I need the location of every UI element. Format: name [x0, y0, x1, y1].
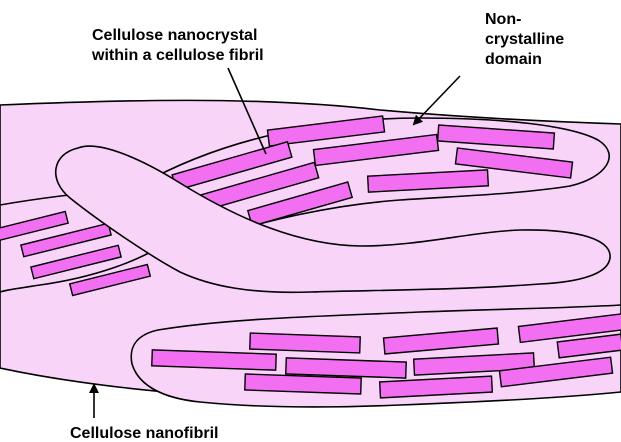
nanocrystal	[245, 374, 361, 394]
nanocrystal-label-line1: Cellulose nanocrystal	[92, 27, 257, 44]
noncrystalline-label-line2: crystalline	[485, 31, 564, 48]
nanocrystal	[250, 333, 360, 353]
nanocrystal	[286, 358, 406, 378]
noncrystalline-label-line3: domain	[485, 51, 542, 68]
noncrystalline-label-line1: Non-	[485, 11, 521, 28]
nanocrystal-label-line2: within a cellulose fibril	[91, 47, 264, 64]
nanofibril-label: Cellulose nanofibril	[70, 425, 218, 442]
nanocrystal	[152, 350, 276, 370]
